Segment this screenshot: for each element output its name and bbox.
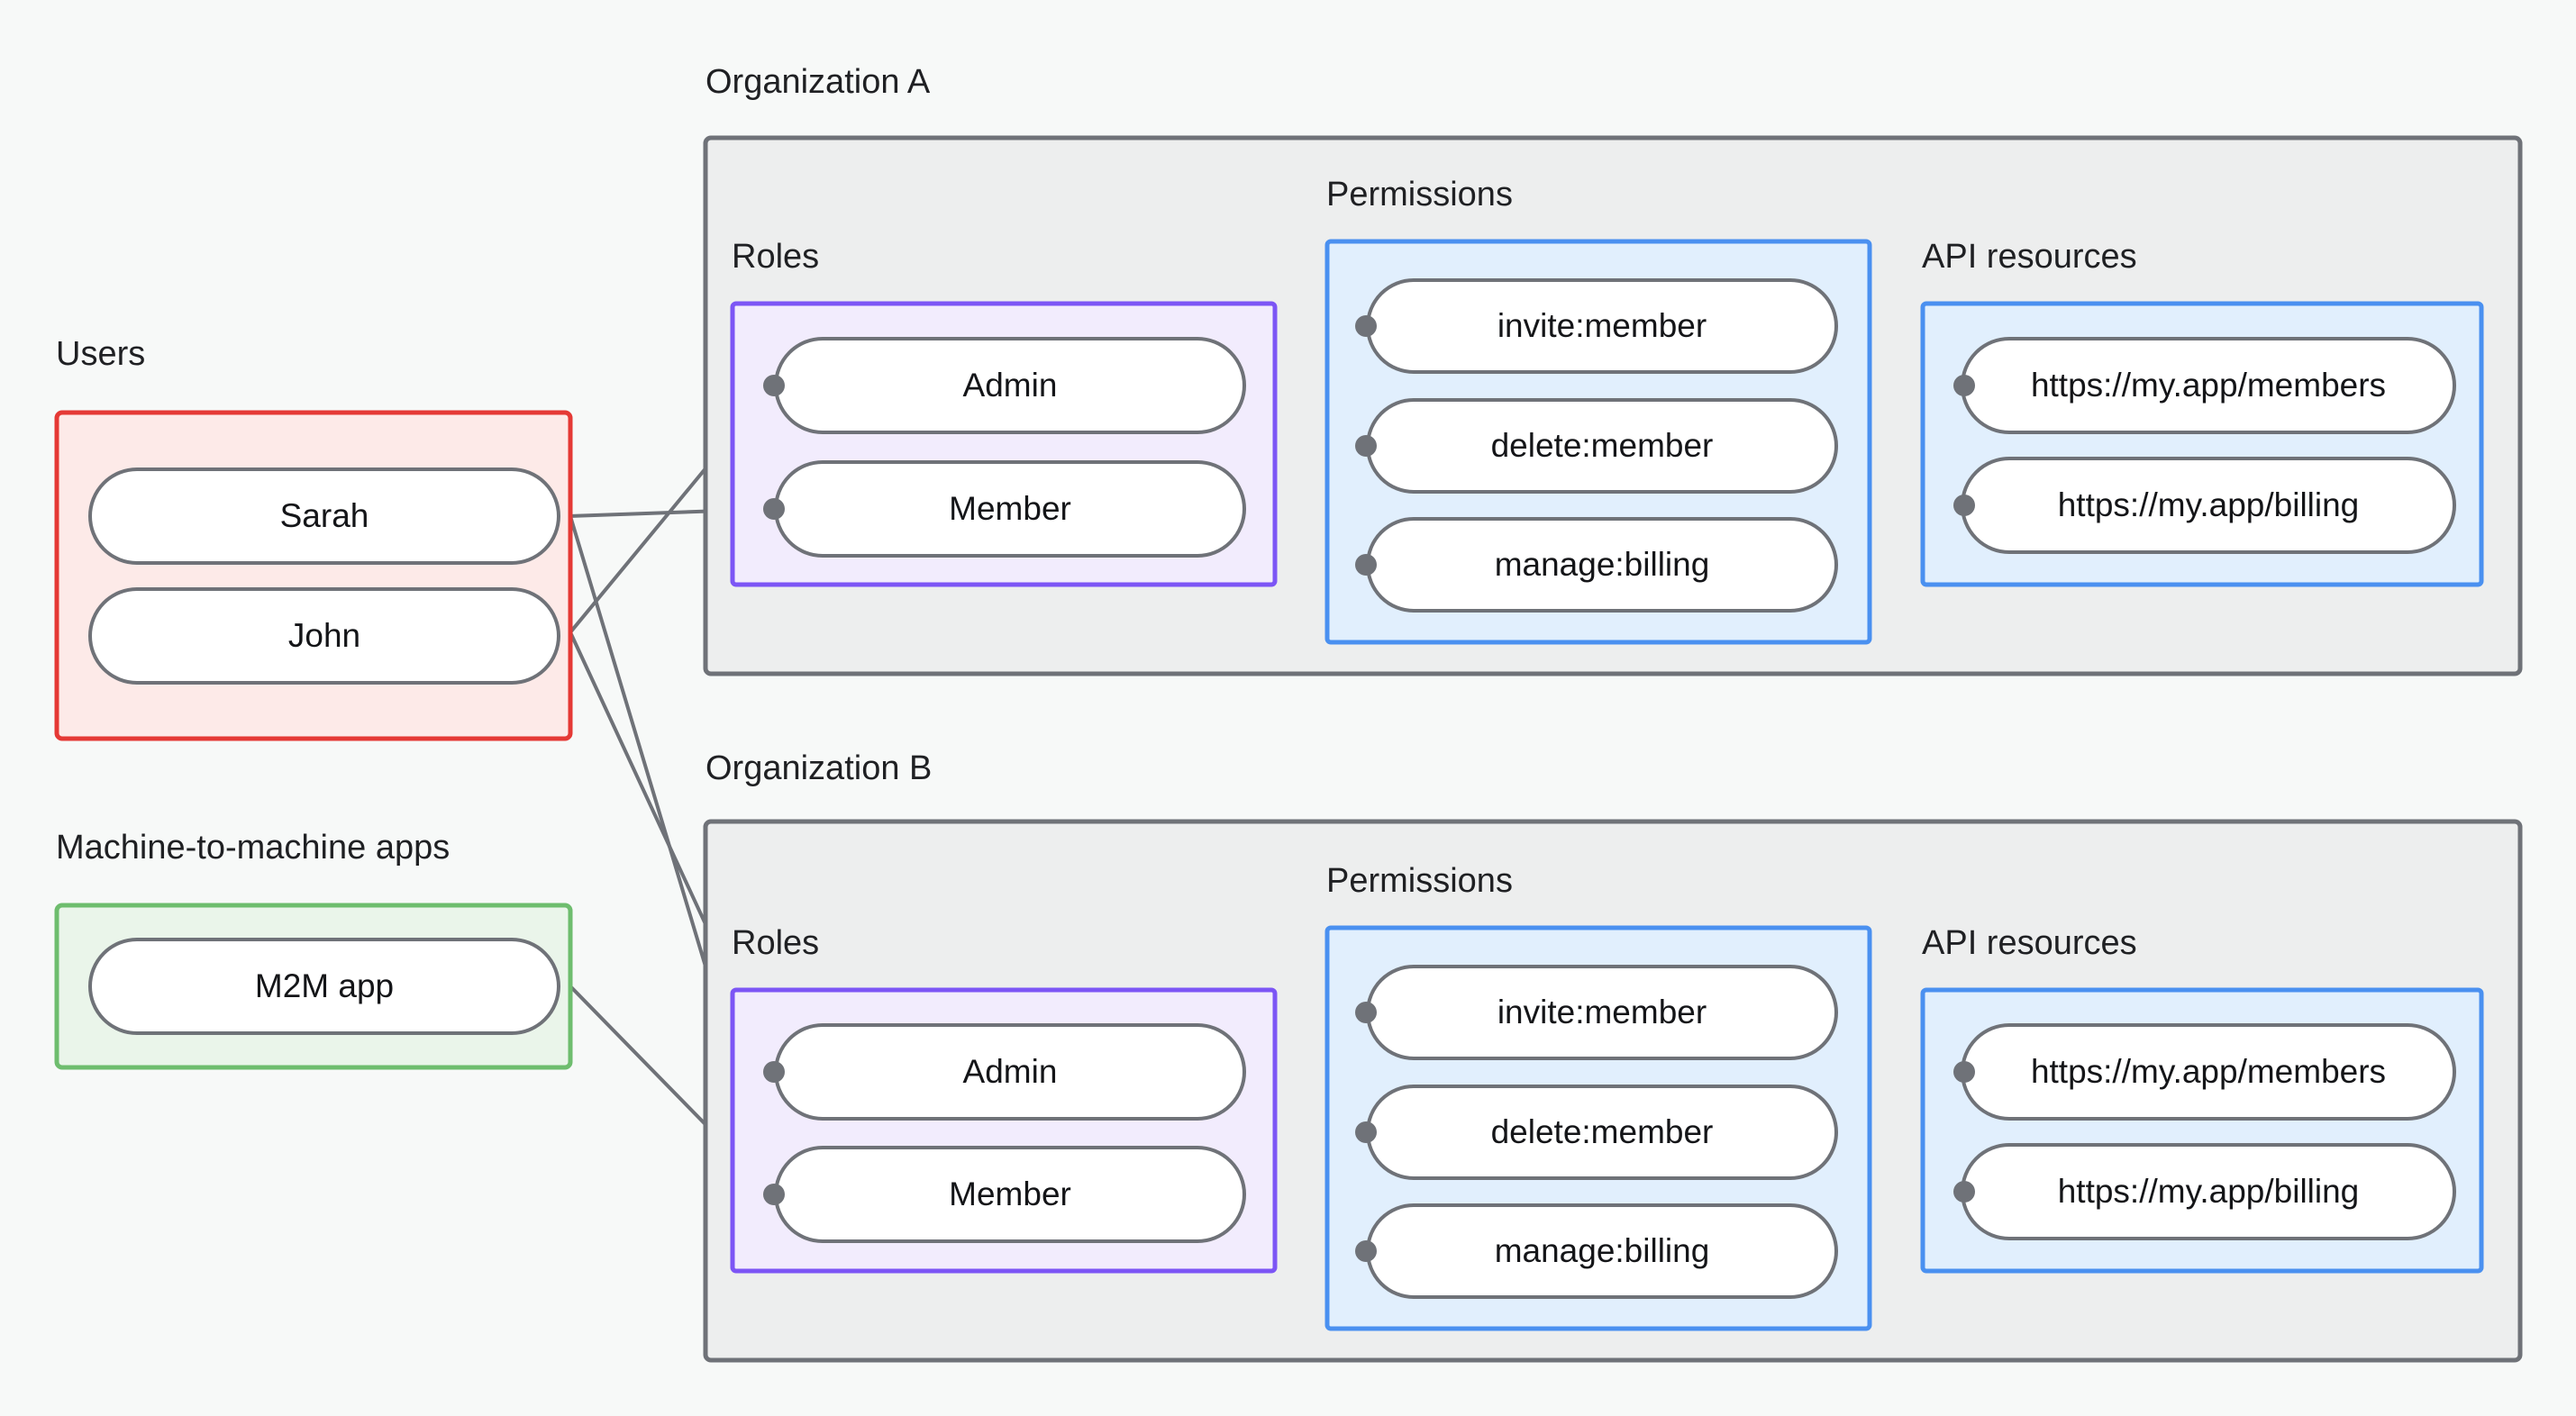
node-user-sarah[interactable]: Sarah <box>88 467 560 565</box>
org-a-permissions-label: Permissions <box>1326 176 1513 213</box>
edge-dot-orgb-member-left <box>763 1184 785 1205</box>
node-org-a-api-billing[interactable]: https://my.app/billing <box>1961 457 2456 554</box>
node-org-a-perm-invite-member[interactable]: invite:member <box>1366 278 1838 374</box>
users-group-label: Users <box>56 335 145 373</box>
org-b-permissions-label: Permissions <box>1326 862 1513 900</box>
node-label: manage:billing <box>1495 1232 1710 1269</box>
org-b-roles-label: Roles <box>732 924 819 962</box>
node-org-b-perm-manage-billing[interactable]: manage:billing <box>1366 1203 1838 1299</box>
node-label: Member <box>949 1175 1071 1212</box>
node-label: https://my.app/members <box>2031 367 2386 404</box>
node-org-b-perm-invite-member[interactable]: invite:member <box>1366 965 1838 1060</box>
node-org-a-perm-manage-billing[interactable]: manage:billing <box>1366 517 1838 613</box>
m2m-group-label: Machine-to-machine apps <box>56 829 450 867</box>
org-b-api-label: API resources <box>1922 924 2137 962</box>
edge-dot-orga-invite-left <box>1355 315 1377 337</box>
edge-dot-orga-delete-left <box>1355 435 1377 457</box>
edge-dot-orgb-members-left <box>1953 1061 1975 1083</box>
node-label: Member <box>949 490 1071 527</box>
node-org-a-role-admin[interactable]: Admin <box>774 337 1246 434</box>
edge-dot-orgb-delete-left <box>1355 1121 1377 1143</box>
edge-dot-orgb-admin-left <box>763 1061 785 1083</box>
node-label: John <box>288 617 360 654</box>
node-label: delete:member <box>1491 1113 1714 1150</box>
node-org-b-api-members[interactable]: https://my.app/members <box>1961 1023 2456 1121</box>
edge-dot-orga-billingres-left <box>1953 495 1975 516</box>
node-org-a-perm-delete-member[interactable]: delete:member <box>1366 398 1838 494</box>
node-org-a-api-members[interactable]: https://my.app/members <box>1961 337 2456 434</box>
node-user-john[interactable]: John <box>88 587 560 685</box>
org-a-label: Organization A <box>705 63 931 101</box>
node-label: M2M app <box>255 967 394 1004</box>
node-label: https://my.app/billing <box>2058 1173 2360 1210</box>
node-label: invite:member <box>1497 307 1707 344</box>
node-label: delete:member <box>1491 427 1714 464</box>
node-org-b-perm-delete-member[interactable]: delete:member <box>1366 1085 1838 1180</box>
node-org-b-role-member[interactable]: Member <box>774 1146 1246 1243</box>
node-org-b-api-billing[interactable]: https://my.app/billing <box>1961 1143 2456 1240</box>
edge-endpoint-dots <box>763 315 1975 1262</box>
node-label: Admin <box>963 1053 1058 1090</box>
node-label: https://my.app/billing <box>2058 486 2360 523</box>
node-label: manage:billing <box>1495 546 1710 583</box>
edge-dot-orgb-billing-left <box>1355 1240 1377 1262</box>
edge-dot-orga-billing-left <box>1355 554 1377 576</box>
edge-dot-orga-member-left <box>763 498 785 520</box>
users-container <box>54 410 573 741</box>
org-a-api-label: API resources <box>1922 238 2137 276</box>
node-label: invite:member <box>1497 994 1707 1030</box>
org-a-roles-label: Roles <box>732 238 819 276</box>
node-org-a-role-member[interactable]: Member <box>774 460 1246 558</box>
edge-dot-orga-members-left <box>1953 375 1975 396</box>
edge-dot-orgb-invite-left <box>1355 1002 1377 1023</box>
node-label: Admin <box>963 367 1058 404</box>
node-m2m-app[interactable]: M2M app <box>88 938 560 1035</box>
edge-dot-orga-admin-left <box>763 375 785 396</box>
node-label: Sarah <box>280 497 369 534</box>
edge-dot-orgb-billingres-left <box>1953 1181 1975 1203</box>
org-b-label: Organization B <box>705 749 932 787</box>
node-label: https://my.app/members <box>2031 1053 2386 1090</box>
node-org-b-role-admin[interactable]: Admin <box>774 1023 1246 1121</box>
